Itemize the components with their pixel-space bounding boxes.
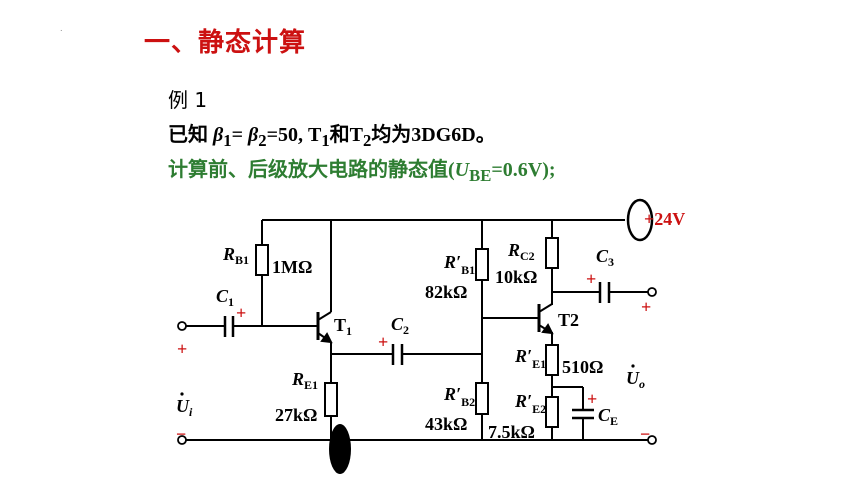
re1p-value: 510Ω — [562, 357, 603, 377]
c1-label: C1 — [216, 286, 234, 309]
ui-dot — [180, 392, 184, 396]
section-title: 一、静态计算 — [144, 28, 307, 58]
given-rest2: 和T — [329, 124, 363, 146]
output-plus: + — [641, 297, 651, 317]
input-minus: − — [176, 424, 186, 444]
rc2-value: 10kΩ — [495, 267, 537, 287]
input-terminal-bottom — [177, 435, 187, 445]
resistor-rb2p — [475, 382, 489, 415]
stray-dot: . — [60, 24, 63, 33]
transistor-t2 — [537, 303, 554, 335]
t1-sub: 1 — [321, 131, 330, 150]
rb1p-label: R′B1 — [443, 252, 475, 277]
re1p-label: R′E1 — [514, 346, 546, 371]
given-eq: = — [231, 124, 248, 146]
re2p-label: R′E2 — [514, 391, 546, 416]
rb2p-value: 43kΩ — [425, 414, 467, 434]
input-terminal-top — [177, 321, 187, 331]
output-terminal-top — [647, 287, 657, 297]
given-rest1: =50, T — [266, 124, 322, 146]
rb2p-label: R′B2 — [443, 384, 475, 409]
output-minus: − — [640, 424, 650, 444]
re1-label: RE1 — [291, 369, 318, 392]
uo-dot — [631, 364, 635, 368]
rb1-label: RB1 — [222, 244, 249, 267]
resistor-re1p — [545, 344, 559, 376]
resistor-re1 — [324, 382, 338, 417]
resistor-re2p — [545, 396, 559, 428]
uo-label: Uo — [626, 368, 645, 391]
task-u: U — [454, 159, 470, 181]
given-prefix: 已知 — [168, 124, 208, 146]
ce-label: CE — [598, 405, 618, 428]
resistor-rb1p — [475, 248, 489, 281]
t2-label: T2 — [558, 310, 579, 330]
supply-source-icon — [626, 198, 654, 242]
given-rest3: 均为3DG6D。 — [371, 124, 496, 146]
ce-plus: + — [587, 389, 597, 409]
example-label: 例 1 — [168, 88, 208, 112]
t2-sub: 2 — [362, 131, 372, 150]
re1-value: 27kΩ — [275, 405, 317, 425]
c1-plus: + — [236, 303, 246, 323]
ground-blob-icon — [329, 424, 351, 474]
terminals — [177, 287, 657, 445]
input-plus: + — [177, 339, 187, 359]
rb1-value: 1MΩ — [272, 257, 312, 277]
c3-plus: + — [586, 269, 596, 289]
given-text: 已知 β1= β2=50, T1和T2均为3DG6D。 — [168, 118, 496, 151]
wires — [186, 219, 648, 441]
rc2-label: RC2 — [507, 240, 535, 263]
c2-label: C2 — [391, 314, 409, 337]
t1-label: T1 — [334, 315, 352, 338]
c2-plus: + — [378, 332, 388, 352]
supply-label: +24V — [644, 209, 685, 229]
output-terminal-bottom — [647, 435, 657, 445]
capacitors — [223, 282, 611, 420]
resistor-rc2 — [545, 237, 559, 269]
resistor-rb1 — [255, 244, 269, 276]
transistor-t1 — [316, 311, 333, 344]
beta2-symbol: β — [247, 124, 259, 146]
beta1-symbol: β — [213, 124, 224, 146]
resistors — [255, 237, 559, 428]
task-post: =0.6V); — [491, 159, 556, 181]
re2p-value: 7.5kΩ — [488, 422, 535, 442]
beta1-sub: 1 — [223, 131, 232, 150]
task-sub: BE — [469, 166, 492, 185]
c3-label: C3 — [596, 246, 614, 269]
task-text: 计算前、后级放大电路的静态值(UBE=0.6V); — [168, 153, 556, 186]
beta2-sub: 2 — [258, 131, 267, 150]
task-prefix: 计算前、后级放大电路的静态值( — [168, 159, 455, 181]
ui-label: Ui — [176, 396, 193, 419]
rb1p-value: 82kΩ — [425, 282, 467, 302]
